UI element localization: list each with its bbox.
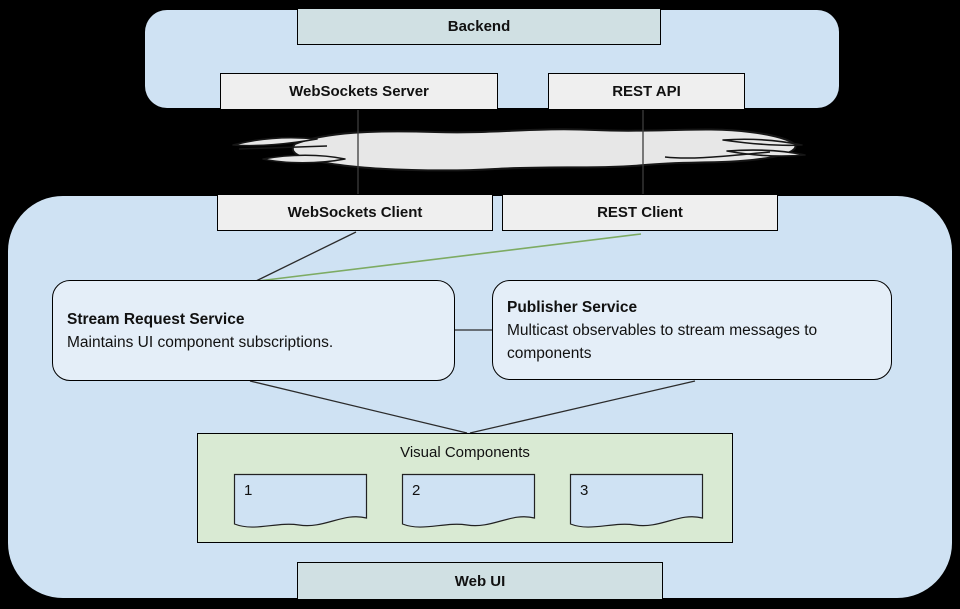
doc-number: 1 [244, 482, 253, 499]
visual-components-title: Visual Components [400, 444, 530, 461]
publisher-service-title: Publisher Service [507, 298, 638, 316]
document-shape-icon [569, 473, 704, 528]
stream-request-service-title: Stream Request Service [67, 310, 245, 328]
network-cloud-icon [232, 128, 806, 172]
websockets-server-label: WebSockets Server [289, 83, 429, 100]
doc-number: 3 [580, 482, 589, 499]
websockets-client-label: WebSockets Client [287, 204, 423, 221]
publisher-service-box: Publisher Service Multicast observables … [492, 280, 892, 380]
node-rest-client: REST Client [502, 194, 778, 231]
document-shape-icon [401, 473, 536, 528]
rest-client-label: REST Client [597, 204, 683, 221]
document-shape-icon [233, 473, 368, 528]
backend-title-label: Backend [447, 18, 511, 35]
visual-component-doc-3: 3 [569, 473, 704, 531]
rest-api-label: REST API [612, 83, 681, 100]
visual-components-panel: Visual Components 1 2 3 [197, 433, 733, 543]
backend-title: Backend [297, 8, 661, 45]
stream-request-service-box: Stream Request Service Maintains UI comp… [52, 280, 455, 381]
node-websockets-server: WebSockets Server [220, 73, 498, 110]
node-websockets-client: WebSockets Client [217, 194, 493, 231]
publisher-service-description: Multicast observables to stream messages… [507, 321, 818, 362]
node-rest-api: REST API [548, 73, 745, 110]
stream-request-service-description: Maintains UI component subscriptions. [67, 333, 334, 351]
visual-component-doc-1: 1 [233, 473, 368, 531]
visual-component-doc-2: 2 [401, 473, 536, 531]
web-ui-label: Web UI [454, 572, 506, 590]
doc-number: 2 [412, 482, 421, 499]
web-ui-title: Web UI [297, 562, 663, 600]
